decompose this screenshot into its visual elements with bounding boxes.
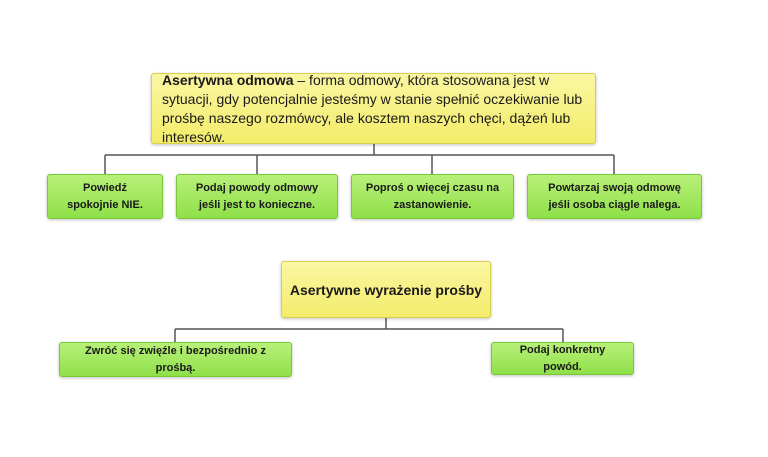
child-node-label: Podaj powody odmowy jeśli jest to koniec… [195, 181, 319, 211]
root-node-definition: – forma odmowy, która stosowana jest w s… [162, 71, 583, 145]
root-node-term: Asertywna odmowa [162, 71, 294, 88]
child-node-label: Powtarzaj swoją odmowę jeśli osoba ciągl… [548, 181, 681, 211]
root-node-label: Asertywne wyrażenie prośby [289, 281, 483, 298]
child-node-label: Zwróć się zwięźle i bezpośrednio z prośb… [85, 344, 266, 374]
child-node-label: Podaj konkretny powód. [519, 343, 606, 373]
child-node-podaj-powody: Podaj powody odmowy jeśli jest to koniec… [176, 174, 338, 219]
child-node-label: Poproś o więcej czasu na zastanowienie. [365, 181, 500, 211]
child-node-label: Powiedź spokojnie NIE. [67, 181, 143, 211]
child-node-podaj-powod: Podaj konkretny powód. [491, 342, 634, 375]
root-node-text: Asertywna odmowa – forma odmowy, która s… [162, 71, 585, 147]
root-node-asertywna-odmowa: Asertywna odmowa – forma odmowy, która s… [151, 71, 596, 147]
child-node-zwroc-sie-zwiezle: Zwróć się zwięźle i bezpośrednio z prośb… [59, 342, 292, 377]
child-node-powtarzaj-odmowe: Powtarzaj swoją odmowę jeśli osoba ciągl… [527, 174, 702, 219]
child-node-popros-o-czas: Poproś o więcej czasu na zastanowienie. [351, 174, 514, 219]
root-node-asertywne-wyrazenie-prosby: Asertywne wyrażenie prośby [281, 261, 491, 318]
child-node-powiedz-nie: Powiedź spokojnie NIE. [47, 174, 163, 219]
